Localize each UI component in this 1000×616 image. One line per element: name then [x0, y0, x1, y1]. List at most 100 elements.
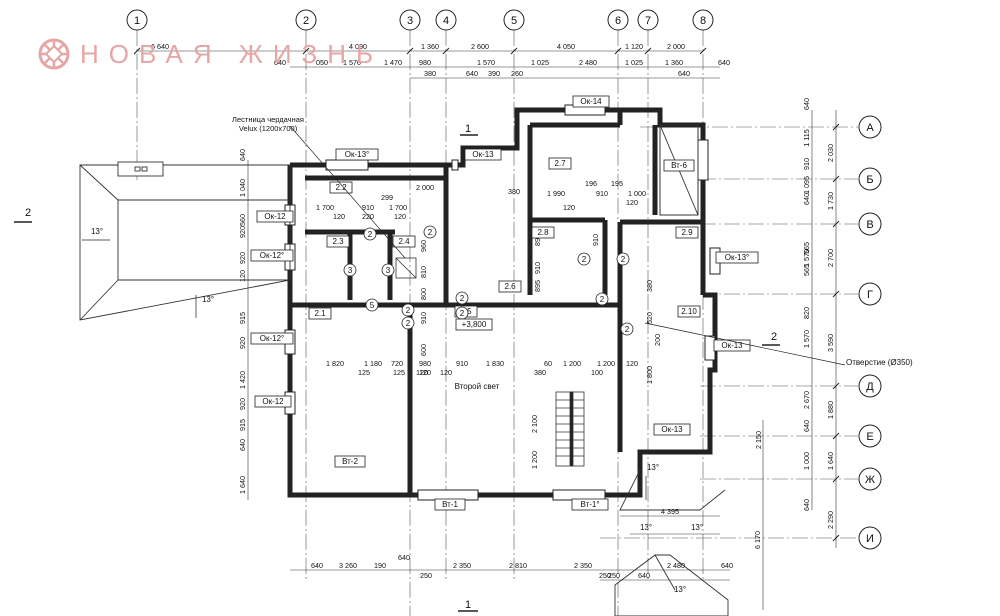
dim-bottom: 640	[721, 561, 733, 570]
dim-left: 920	[238, 398, 247, 410]
dim-interior: 195	[611, 179, 623, 188]
dim-right-outer: 2 290	[826, 511, 835, 529]
room-label: 2.4	[398, 237, 410, 246]
dim-right-inner: 910	[802, 158, 811, 170]
dim-right-inner: 1 570	[802, 330, 811, 348]
dim-top-2: 1 570	[477, 58, 495, 67]
dim-interior: 120	[333, 212, 345, 221]
dim-left: 1 420	[238, 371, 247, 389]
axis-bubble-right-3	[858, 282, 882, 306]
axis-label-right-6: Ж	[865, 474, 875, 486]
dim-tick	[832, 220, 840, 228]
dim-tick	[832, 432, 840, 440]
dim-top-1: 2 600	[471, 42, 489, 51]
dim-tick	[614, 47, 622, 55]
zone-marker-circle	[423, 225, 437, 239]
dim-interior: 520	[645, 312, 654, 324]
window-label-frame	[256, 210, 294, 223]
window-label-frame	[715, 251, 759, 264]
dim-interior: 380	[534, 368, 546, 377]
dim-tick	[644, 47, 652, 55]
dim-left: 920	[238, 337, 247, 349]
dim-top-3: 260	[511, 69, 523, 78]
dim-right-inner: 565	[802, 264, 811, 276]
opening-label: Отверстие (Ø350)	[846, 358, 913, 367]
dim-interior: 910	[533, 262, 542, 274]
dim-right-inner: 565	[802, 242, 811, 254]
dim-bottom-extra: 2 480	[667, 561, 685, 570]
room-label: 2.7	[554, 159, 566, 168]
dim-tick	[832, 534, 840, 542]
room-label-frame	[677, 305, 701, 318]
axis-label-top-7: 7	[645, 15, 651, 27]
dim-left: 640	[238, 149, 247, 161]
axis-label-right-1: Б	[866, 174, 873, 186]
dim-interior: 1 700	[389, 203, 407, 212]
window-label: Ок-13°	[725, 253, 749, 262]
dim-bottom: 2 350	[574, 561, 592, 570]
dim-interior: 895	[533, 234, 542, 246]
axis-bubbles	[126, 9, 882, 550]
dim-tick	[832, 382, 840, 390]
dim-tick	[699, 47, 707, 55]
room-label: 2.10	[681, 307, 697, 316]
zone-marker-circle	[455, 291, 469, 305]
zone-marker: 2	[406, 319, 411, 328]
dim-interior: 120	[626, 359, 638, 368]
axis-label-top-4: 4	[443, 15, 449, 27]
zone-marker-circle	[595, 292, 609, 306]
roof-slope-bottom-3: 13°	[674, 585, 686, 594]
zone-marker-circle	[381, 263, 395, 277]
dim-left: 920	[238, 252, 247, 264]
dim-interior: 810	[419, 266, 428, 278]
dim-bottom: 640	[311, 561, 323, 570]
dim-top-3: 380	[424, 69, 436, 78]
dim-left: 920	[238, 226, 247, 238]
dim-right-inner: 1 095	[802, 176, 811, 194]
dim-interior: 910	[362, 203, 374, 212]
dim-interior: 1 200	[530, 451, 539, 469]
zone-marker: 2	[406, 306, 411, 315]
zone-marker: 2	[460, 294, 465, 303]
dim-tick	[406, 47, 414, 55]
dim-interior: 2 100	[530, 415, 539, 433]
dim-interior: 1 800	[645, 366, 654, 384]
axis-label-right-3: Г	[867, 289, 873, 301]
dim-interior: 100	[591, 368, 603, 377]
window-label-frame	[663, 159, 695, 172]
dimension-ticks	[133, 47, 840, 542]
dim-interior: 1 830	[486, 359, 504, 368]
dim-interior: 120	[440, 368, 452, 377]
void-label: Второй свет	[455, 382, 500, 391]
room-label-frame	[326, 235, 350, 248]
dim-top-2: 1 025	[531, 58, 549, 67]
dim-top-3: 390	[488, 69, 500, 78]
dim-left: 915	[238, 419, 247, 431]
dim-interior: 380	[508, 187, 520, 196]
dim-interior: 220	[362, 212, 374, 221]
section-mark-bottom: 1	[465, 599, 471, 611]
dim-tick	[133, 47, 141, 55]
window-label-frame	[464, 148, 502, 161]
dim-bottom: 3 260	[339, 561, 357, 570]
dim-left: 560	[238, 214, 247, 226]
dim-top-2: 640	[274, 58, 286, 67]
dim-top-1: 1 120	[625, 42, 643, 51]
dim-right-inner: 640	[802, 98, 811, 110]
dim-right-inner: 640	[802, 193, 811, 205]
window-label-frame	[254, 395, 292, 408]
dim-right-outer: 2 700	[826, 249, 835, 267]
dim-interior: 1 200	[597, 359, 615, 368]
dim-interior: 2 000	[416, 183, 434, 192]
dim-interior: 1 180	[364, 359, 382, 368]
dim-top-3: 640	[466, 69, 478, 78]
dim-right-outer: 1 730	[826, 192, 835, 210]
dim-interior: 910	[419, 312, 428, 324]
dim-top-2: 1 570	[343, 58, 361, 67]
window-label: Ок-12°	[260, 334, 284, 343]
section-mark-top: 1	[465, 123, 471, 135]
dim-interior: 196	[585, 179, 597, 188]
dim-top-1: 4 050	[557, 42, 575, 51]
